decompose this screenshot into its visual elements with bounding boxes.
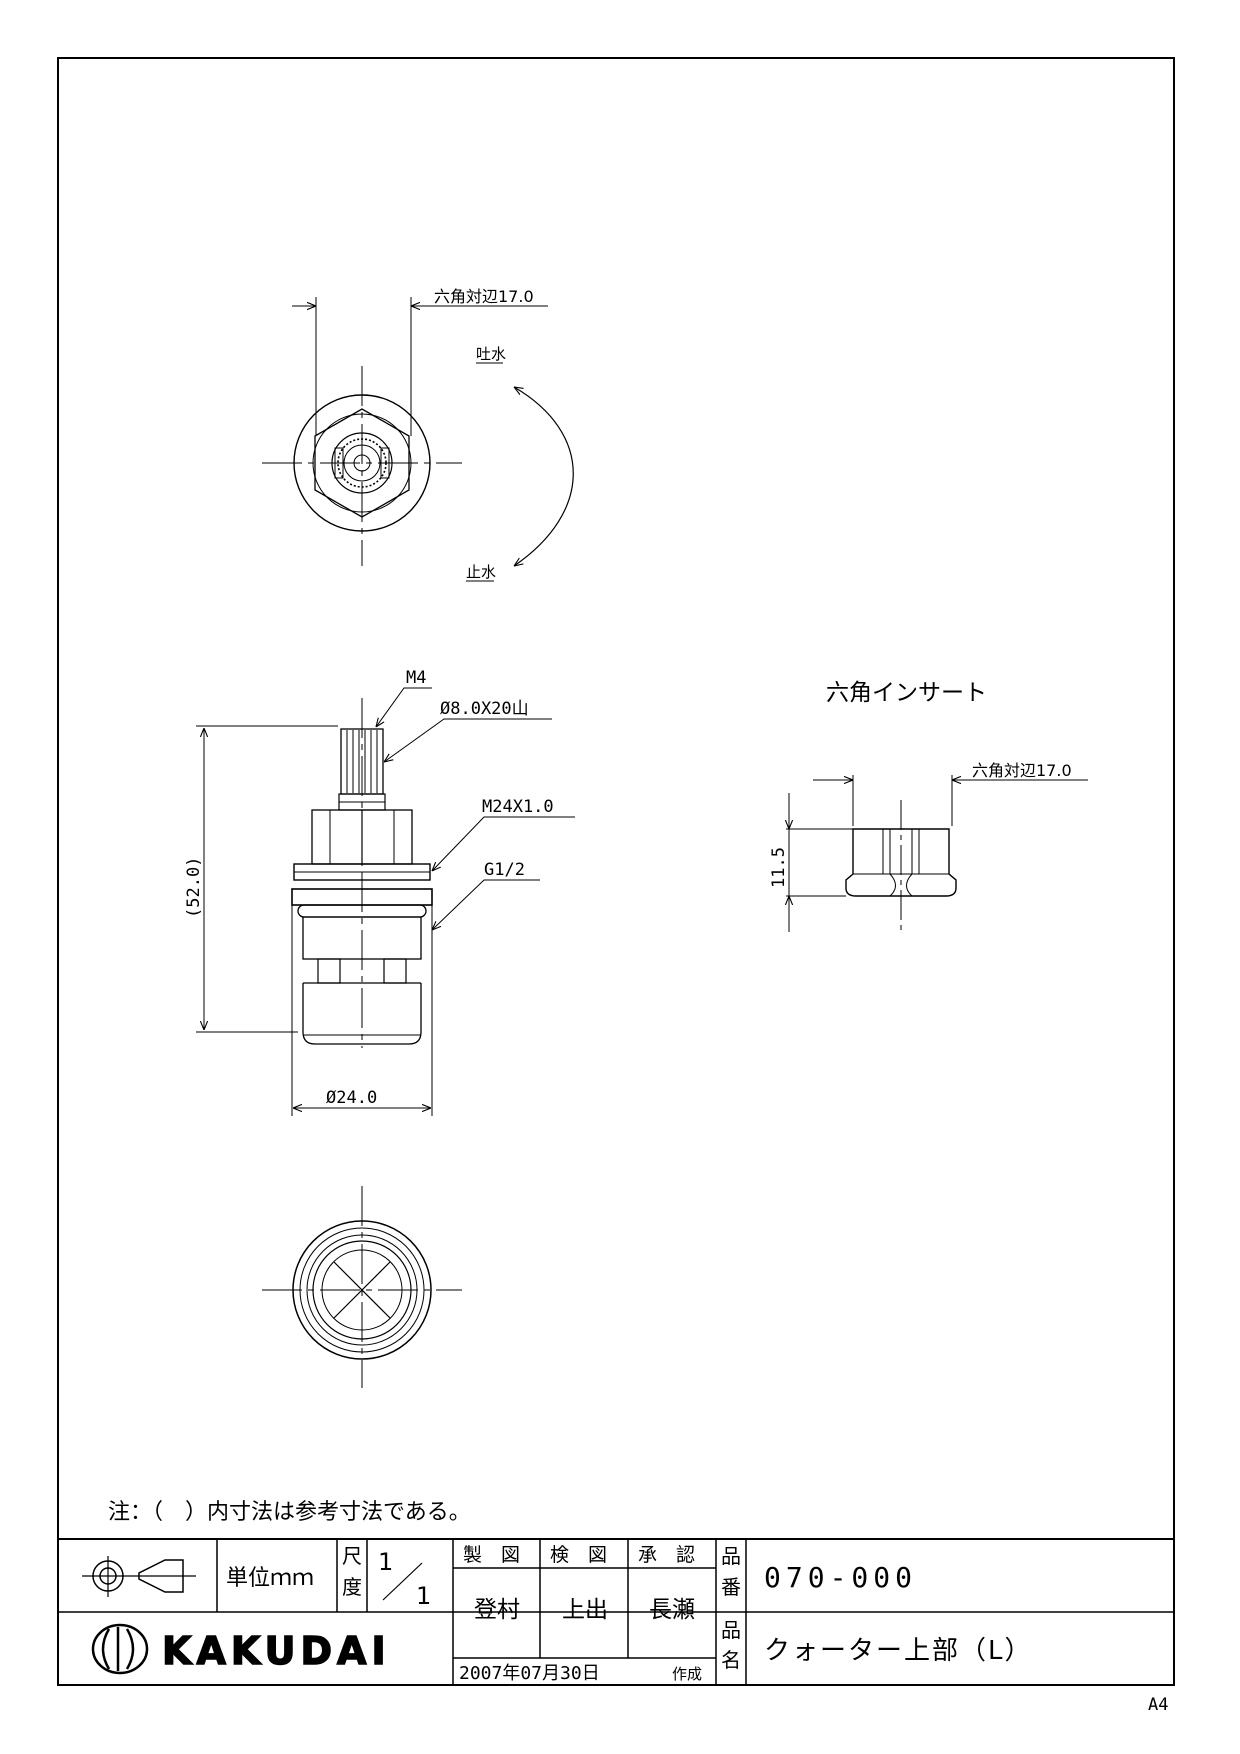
reference-note: 注：（ ）内寸法は参考寸法である。 (108, 1500, 471, 1525)
name-approved: 長瀬 (649, 1597, 695, 1623)
insert-height-dimension: 11.5 (769, 847, 789, 888)
spline-label: Ø8.0X20山 (440, 699, 529, 719)
title-block (58, 1538, 1174, 1685)
part-number-label-top: 品 (721, 1544, 741, 1568)
part-number: 070-000 (764, 1561, 917, 1594)
paper-size: A4 (1148, 1695, 1168, 1715)
header-approved: 承 認 (638, 1544, 695, 1566)
top-view (262, 297, 574, 582)
kakudai-logo-text: KAKUDAI (162, 1629, 391, 1673)
creation-date: 2007年07月30日 (459, 1663, 600, 1684)
m4-label: M4 (406, 668, 426, 688)
name-drafted: 登村 (474, 1597, 520, 1623)
top-hex-dimension: 六角対辺17.0 (434, 287, 534, 306)
insert-title: 六角インサート (826, 680, 987, 706)
part-name-label-top: 品 (721, 1618, 741, 1642)
drawing-border (57, 57, 1175, 1686)
scale-numerator: 1 (378, 1548, 393, 1576)
scale-label-bottom: 度 (342, 1575, 362, 1599)
diameter-dimension: Ø24.0 (326, 1088, 377, 1108)
close-water-label: 止水 (466, 563, 496, 581)
part-name-label-bottom: 名 (721, 1648, 741, 1672)
m24-thread-label: M24X1.0 (482, 797, 554, 817)
part-name: クォーター上部（L） (764, 1636, 1033, 1666)
kakudai-logo-mark (91, 1623, 149, 1675)
height-dimension: (52.0) (184, 857, 204, 918)
scale-label-top: 尺 (342, 1544, 362, 1568)
header-checked: 検 図 (550, 1544, 607, 1566)
header-drafted: 製 図 (463, 1544, 520, 1566)
insert-view (786, 775, 1088, 932)
insert-hex-dimension: 六角対辺17.0 (972, 761, 1072, 780)
part-number-label-bottom: 番 (721, 1575, 741, 1599)
creation-date-suffix: 作成 (672, 1665, 702, 1683)
open-water-label: 吐水 (476, 345, 506, 363)
unit-label: 単位ｍｍ (226, 1566, 314, 1591)
side-view (196, 687, 575, 1116)
bottom-view (262, 1186, 462, 1388)
name-checked: 上出 (562, 1597, 608, 1623)
g-thread-label: G1/2 (484, 860, 525, 880)
scale-denominator: 1 (416, 1582, 431, 1610)
